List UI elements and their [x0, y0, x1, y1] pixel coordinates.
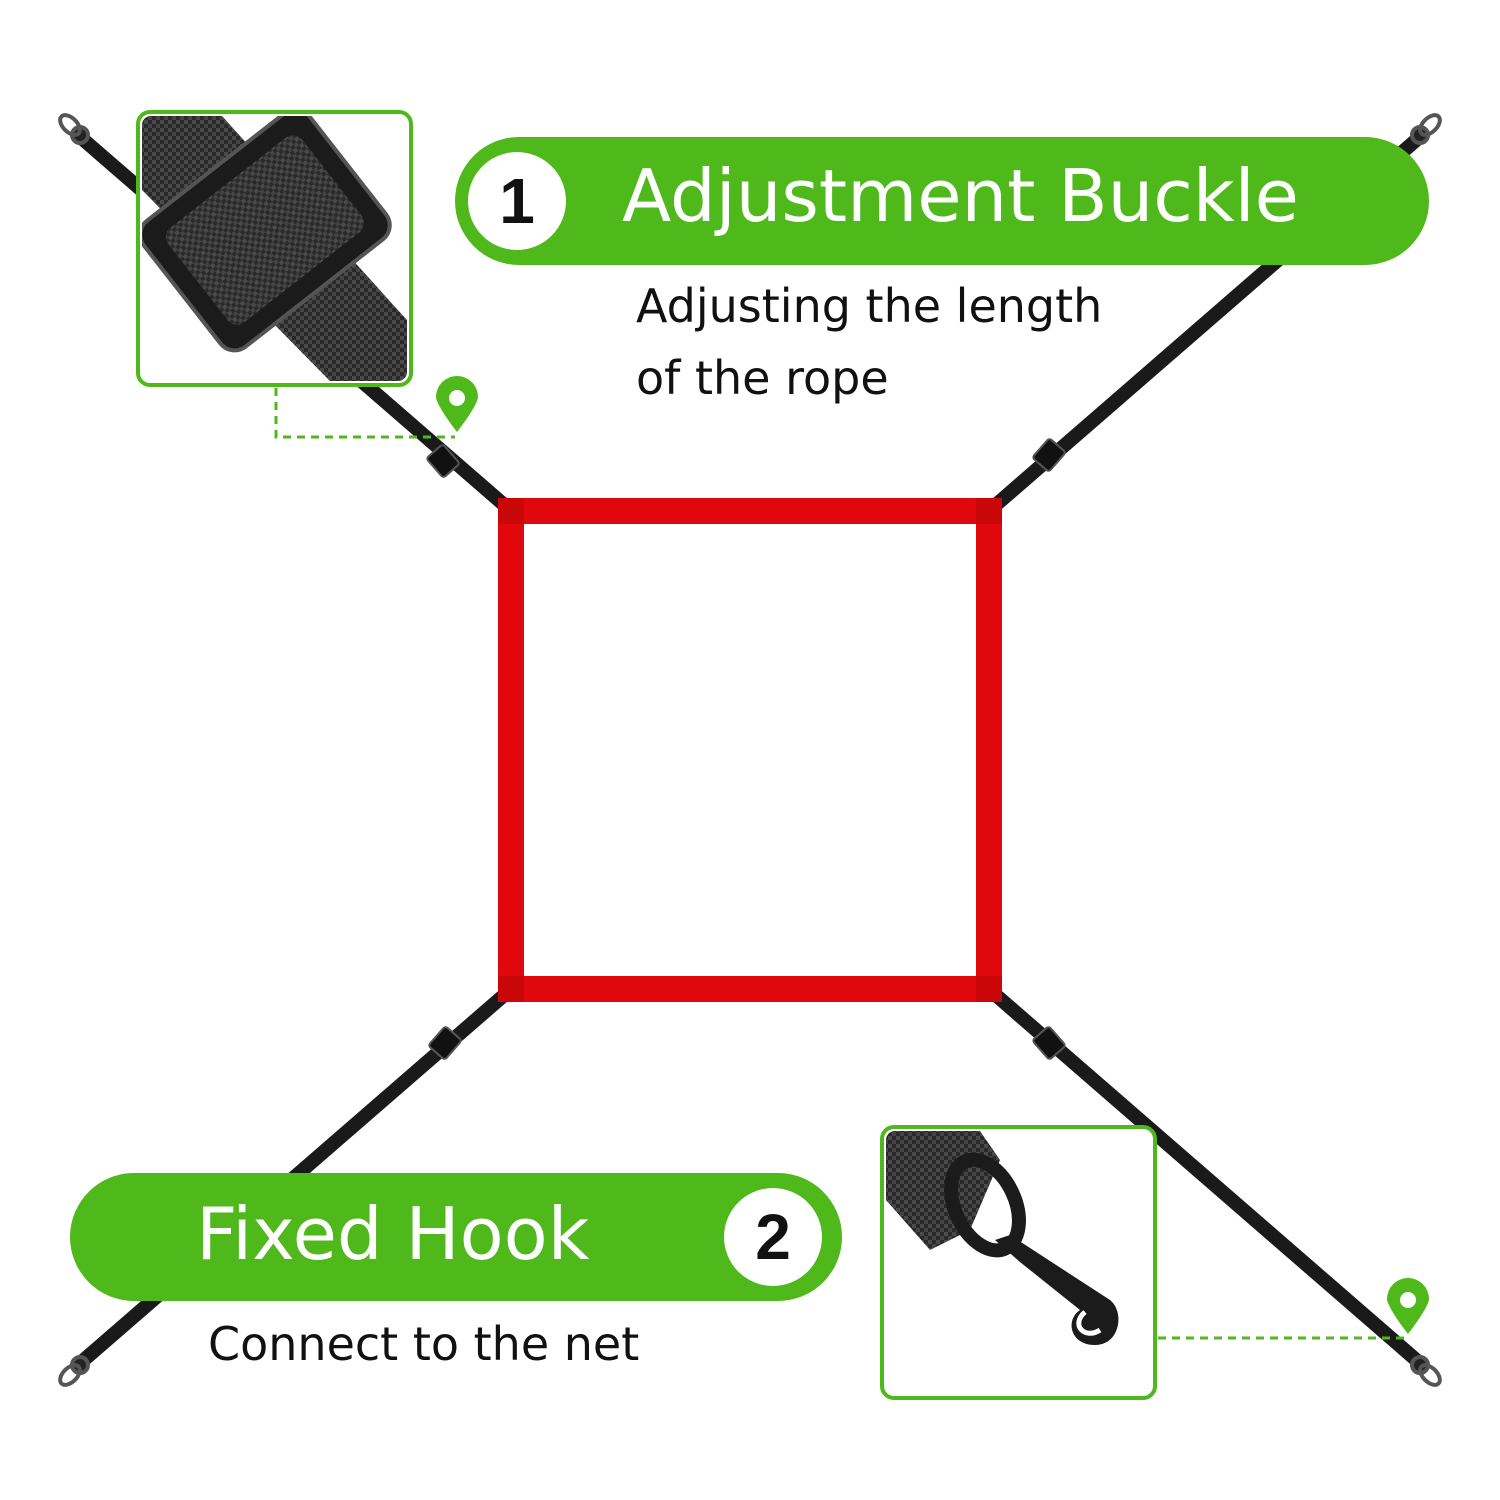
callout-1-banner	[455, 137, 1429, 265]
hook-icon	[58, 113, 90, 145]
buckle-icon	[428, 1026, 462, 1060]
callout-1-description: Adjusting the length of the rope	[636, 270, 1102, 414]
red-target-frame	[498, 498, 1002, 1002]
dashed-connectors	[274, 388, 1408, 1340]
callout-2-description: Connect to the net	[208, 1308, 639, 1380]
location-pin-icon	[436, 376, 478, 432]
description-line: Connect to the net	[208, 1317, 640, 1371]
callout-2-title: Fixed Hook	[196, 1192, 590, 1276]
description-line: Adjusting the length	[636, 279, 1103, 333]
callout-2-number: 2	[724, 1188, 822, 1286]
strap-bottom-right	[985, 984, 1427, 1371]
callout-1-title: Adjustment Buckle	[622, 154, 1299, 238]
buckle-closeup-inset	[136, 110, 413, 387]
description-line: of the rope	[636, 351, 889, 405]
hook-closeup-inset	[880, 1125, 1157, 1400]
corner-hooks	[58, 113, 1442, 1387]
callout-1-number: 1	[468, 152, 566, 250]
buckle-icon	[1032, 1026, 1066, 1060]
hook-icon	[58, 1355, 90, 1387]
strap-buckles	[426, 438, 1066, 1060]
buckle-icon	[1032, 438, 1066, 472]
buckle-icon	[426, 444, 460, 478]
callout-2-banner	[70, 1173, 842, 1301]
hook-icon	[1410, 113, 1442, 145]
location-pin-icon	[1387, 1278, 1429, 1334]
hook-icon	[1410, 1355, 1442, 1387]
